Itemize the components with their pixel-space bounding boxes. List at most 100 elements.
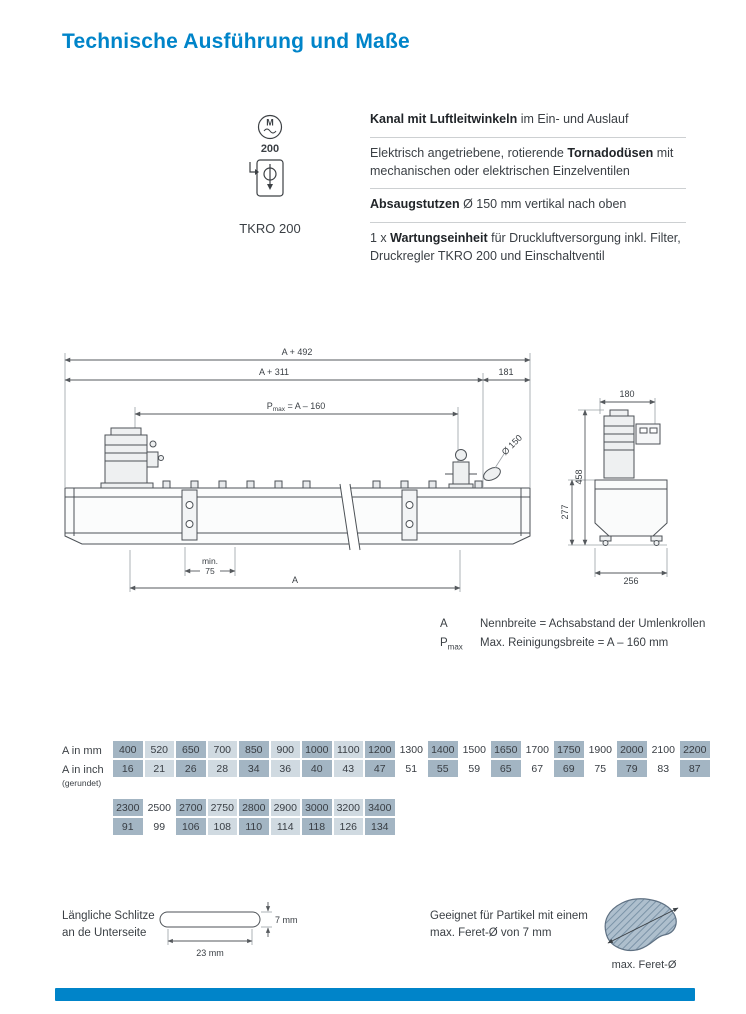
dim-cell: 106 — [176, 818, 206, 835]
dim-cell: 55 — [428, 760, 458, 777]
spec-item: 1 x Wartungseinheit für Druckluftversorg… — [370, 223, 686, 274]
nozzle-assembly — [445, 449, 477, 489]
end-view: 180 458 277 256 — [560, 389, 668, 586]
tkro-symbol-block: M 200 TKRO 200 — [226, 112, 314, 236]
legend-symbol: A — [440, 618, 448, 630]
dim-cell: 126 — [333, 818, 363, 835]
dim-label-min-value: 75 — [205, 566, 215, 576]
clamp-row — [134, 480, 483, 489]
spec-text: Elektrisch angetriebene, rotierende — [370, 145, 568, 160]
dim-cell: 47 — [365, 760, 395, 777]
motor-assembly — [100, 427, 164, 489]
dim-cell: 36 — [270, 760, 300, 777]
dim-label-pmax: Pmax = A – 160 — [267, 401, 326, 413]
dim-cell: 2100 — [651, 743, 675, 756]
drawing-legend: A Nennbreite = Achsabstand der Umlenkroll… — [440, 618, 705, 658]
suction-stub — [483, 467, 501, 481]
motor-wave-icon — [263, 128, 277, 134]
dim-cell: 3000 — [302, 799, 332, 816]
dim-cell: 34 — [239, 760, 269, 777]
dimension-lines — [64, 357, 531, 591]
dim-cell: 110 — [239, 818, 269, 835]
feret-diameter-arrow — [607, 907, 679, 944]
spec-text: mit mechanischen oder elektrischen Einze… — [370, 145, 674, 178]
tkro-caption: TKRO 200 — [239, 221, 301, 236]
dim-label-end-depth: 256 — [623, 576, 638, 586]
row-label-inch: A in inch — [62, 764, 104, 776]
legend-symbol: Pmax — [440, 637, 463, 652]
dim-cell: 69 — [554, 760, 584, 777]
dim-cell: 400 — [113, 741, 143, 758]
spec-text: 1 x — [370, 231, 391, 245]
slot-caption-line2: an de Unterseite — [62, 927, 147, 940]
break-line — [339, 483, 361, 551]
dim-cell: 1500 — [462, 743, 486, 756]
dim-cell: 51 — [405, 762, 418, 775]
spec-text: Ø 150 mm vertikal nach oben — [459, 197, 627, 212]
flow-arrow-icon — [249, 162, 255, 173]
dim-cell: 28 — [207, 760, 237, 777]
dim-label-axis: A — [292, 575, 298, 585]
dim-cell: 91 — [113, 818, 143, 835]
suction-leader — [494, 453, 505, 469]
dim-label-suction: Ø 150 — [500, 433, 524, 457]
particle-caption-line1: Geeignet für Partikel mit einem — [430, 910, 588, 922]
particle-blob — [604, 898, 679, 951]
mounting-brackets — [181, 489, 418, 541]
dim-cell: 2000 — [617, 741, 647, 758]
row-label-note: (gerundet) — [62, 778, 102, 788]
feret-label: max. Feret-Ø — [611, 959, 677, 971]
dim-cell: 2300 — [113, 799, 143, 816]
dim-cell: 79 — [617, 760, 647, 777]
dim-cell: 520 — [144, 741, 174, 758]
dim-label-total-length: A + 492 — [282, 347, 313, 357]
dim-cell: 2200 — [680, 741, 710, 758]
slot-caption: Längliche Schlitze an de Unterseite — [62, 908, 155, 943]
dim-cell: 65 — [491, 760, 521, 777]
motor-value: 200 — [261, 143, 279, 155]
legend-text: Max. Reinigungsbreite = A – 160 mm — [480, 637, 669, 649]
dim-cell: 26 — [176, 760, 206, 777]
dim-label-end-width: 180 — [619, 389, 634, 399]
dim-cell: 850 — [239, 741, 269, 758]
dim-cell: 99 — [153, 820, 166, 833]
maintenance-unit-icon — [256, 159, 284, 197]
dim-cell: 1200 — [365, 741, 395, 758]
dim-cell: 114 — [270, 818, 300, 835]
legend-text: Nennbreite = Achsabstand der Umlenkrolle… — [480, 618, 706, 630]
page-title: Technische Ausführung und Maße — [62, 30, 410, 53]
spec-text: für Druckluftversorgung inkl. Filter, Dr… — [370, 231, 681, 263]
dim-label-total-height: 458 — [574, 469, 584, 484]
motor-icon — [257, 114, 283, 140]
dim-cell: 87 — [680, 760, 710, 777]
dim-cell: 21 — [144, 760, 174, 777]
slot-height-label: 7 mm — [275, 915, 298, 925]
dim-cell: 134 — [365, 818, 395, 835]
dim-cell: 1750 — [554, 741, 584, 758]
dim-cell: 3200 — [333, 799, 363, 816]
spec-item: Absaugstutzen Ø 150 mm vertikal nach obe… — [370, 189, 686, 223]
dim-cell: 1300 — [399, 743, 423, 756]
dim-cell: 108 — [207, 818, 237, 835]
particle-caption-line2: max. Feret-Ø von 7 mm — [430, 927, 552, 940]
dim-cell: 650 — [176, 741, 206, 758]
machine-body — [64, 487, 531, 545]
dim-label-min: min. — [202, 556, 218, 566]
slot-shape — [159, 911, 261, 928]
legend-row: A Nennbreite = Achsabstand der Umlenkroll… — [440, 618, 705, 630]
dim-cell: 1650 — [491, 741, 521, 758]
motor-letter: M — [266, 118, 274, 128]
particle-caption: Geeignet für Partikel mit einem max. Fer… — [430, 908, 588, 943]
spec-keyword: Tornadodüsen — [567, 145, 654, 160]
dim-cell: 2750 — [207, 799, 237, 816]
footer-bar — [55, 988, 695, 1001]
technical-drawing: 180 458 277 256 A + 492 A + 311 181 Pmax… — [64, 347, 668, 592]
dim-cell: 900 — [270, 741, 300, 758]
dim-cell: 1900 — [588, 743, 612, 756]
dim-cell: 1100 — [333, 741, 363, 758]
dim-label-right-offset: 181 — [498, 367, 513, 377]
spec-keyword: Kanal mit Luftleitwinkeln — [370, 112, 518, 126]
